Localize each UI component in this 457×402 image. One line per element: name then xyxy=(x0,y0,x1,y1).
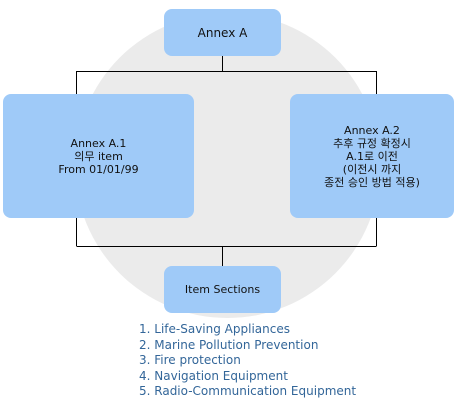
annex-a2-line: Annex A.2 xyxy=(344,123,400,137)
annex-a2-line: A.1로 이전 xyxy=(346,149,398,163)
annex-a-box: Annex A xyxy=(164,9,281,56)
section-list-item: 4. Navigation Equipment xyxy=(139,368,288,383)
annex-a2-line: (이전시 까지 xyxy=(342,162,402,176)
annex-a2-text: Annex A.2 추후 규정 확정시 A.1로 이전 (이전시 까지 종전 승… xyxy=(324,124,420,189)
section-list-item: 5. Radio-Communication Equipment xyxy=(139,384,357,398)
annex-a2-line: 종전 승인 방법 적용) xyxy=(324,175,420,189)
item-sections-label: Item Sections xyxy=(184,283,261,296)
section-list-item: 3. Fire protection xyxy=(139,353,241,367)
item-sections-box: Item Sections xyxy=(164,266,281,313)
annex-a-label: Annex A xyxy=(197,25,248,40)
annex-a1-text: Annex A.1 의무 item From 01/01/99 xyxy=(58,137,138,176)
annex-a1-line: 의무 item xyxy=(74,149,123,163)
section-list-item: 2. Marine Pollution Prevention xyxy=(139,337,319,352)
annex-a2-box: Annex A.2 추후 규정 확정시 A.1로 이전 (이전시 까지 종전 승… xyxy=(290,94,454,218)
annex-a1-box: Annex A.1 의무 item From 01/01/99 xyxy=(3,94,194,218)
section-list-item: 1. Life-Saving Appliances xyxy=(139,322,290,336)
annex-a1-line: From 01/01/99 xyxy=(58,162,139,176)
annex-a1-line: Annex A.1 xyxy=(70,136,127,150)
annex-a2-line: 추후 규정 확정시 xyxy=(333,136,411,150)
item-sections-list: 1. Life-Saving Appliances 2. Marine Poll… xyxy=(139,322,356,400)
